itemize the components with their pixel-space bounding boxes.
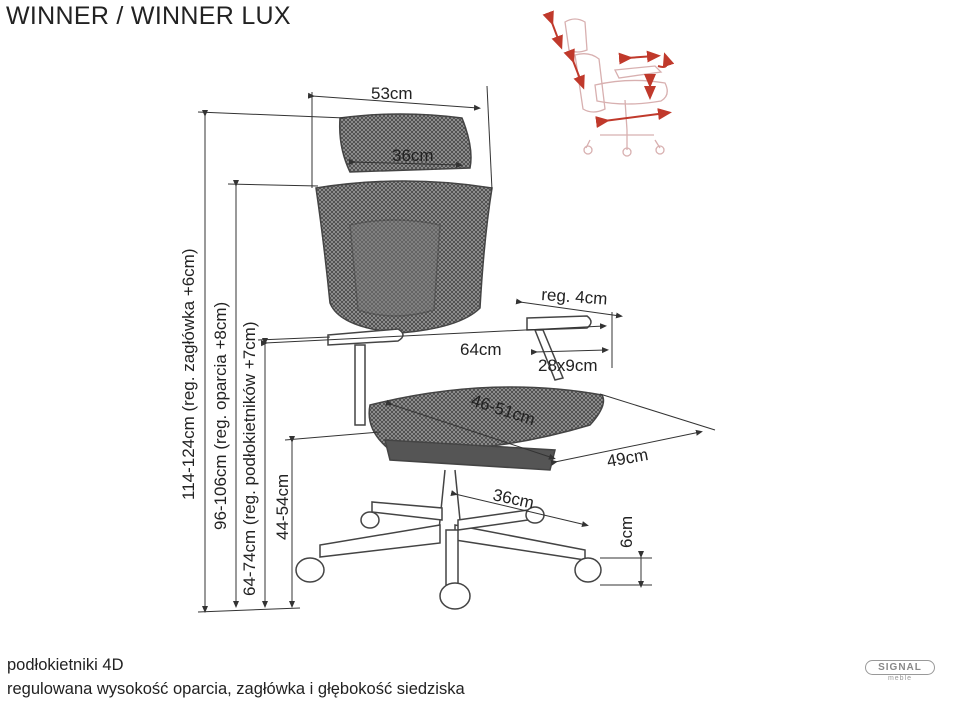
chair-base [295, 469, 602, 610]
dim-seat-width: 49cm [605, 445, 649, 471]
dim-backrest-height: 96-106cm (reg. oparcia +8cm) [211, 302, 230, 530]
dim-base-radius: 36cm [491, 485, 536, 512]
dim-headrest-width: 36cm [392, 146, 434, 165]
dim-seat-height: 44-54cm [273, 474, 292, 540]
footer-line-1: podłokietniki 4D [7, 656, 124, 674]
dim-armrest-width: 64cm [460, 340, 502, 359]
dim-armrest-adjust: reg. 4cm [541, 285, 608, 309]
footer-line-2: regulowana wysokość oparcia, zagłówka i … [7, 680, 465, 698]
dimension-lines [197, 85, 716, 613]
adjustment-arrows [542, 10, 675, 128]
page-title: WINNER / WINNER LUX [6, 2, 291, 30]
adjustment-thumbnail [564, 18, 668, 157]
headrest [338, 113, 472, 173]
brand-sub: meble [887, 675, 913, 682]
dim-armpad-size: 28x9cm [538, 356, 598, 375]
dim-total-height: 114-124cm (reg. zagłówka +6cm) [179, 249, 198, 501]
brand-name: SIGNAL [865, 660, 935, 675]
dim-width-top: 53cm [371, 84, 413, 103]
dim-wheel-height: 6cm [617, 516, 636, 548]
brand-logo: SIGNAL meble [865, 660, 935, 682]
dim-armrest-height: 64-74cm (reg. podłokietników +7cm) [240, 322, 259, 596]
